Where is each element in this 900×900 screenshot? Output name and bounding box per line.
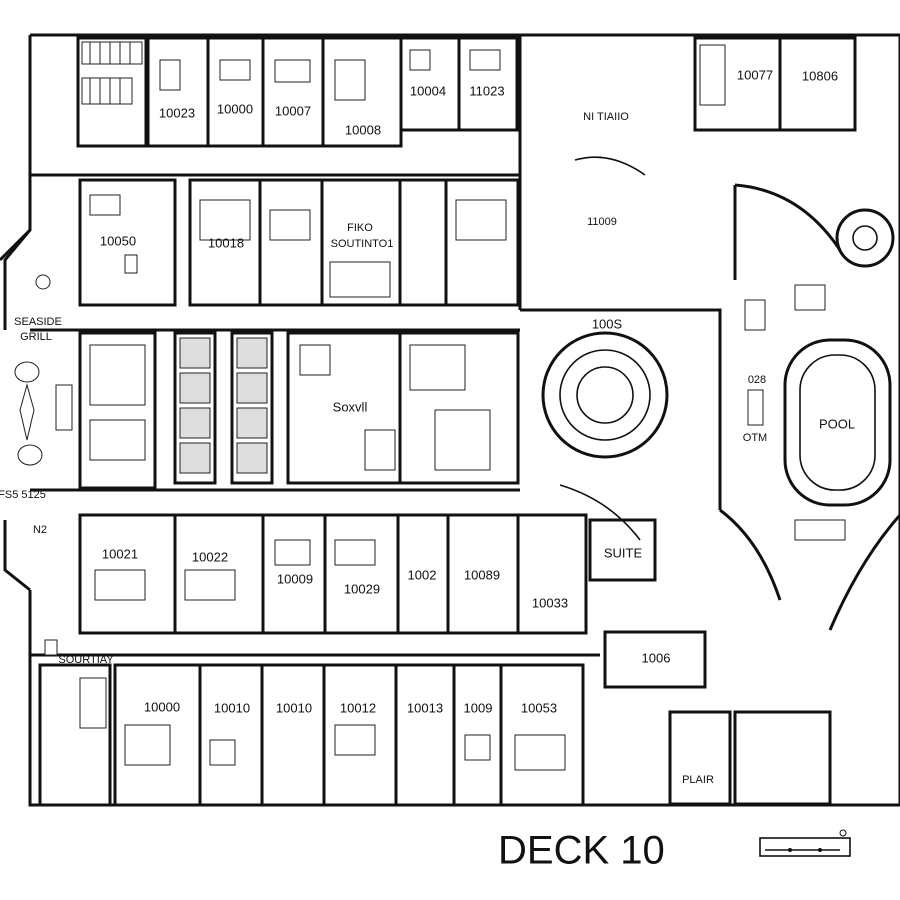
second-cabin-row [30, 173, 520, 307]
third-band [30, 328, 520, 490]
center-lounge-label: Soxvll [333, 399, 368, 414]
room-label: 1006 [642, 650, 671, 665]
room-label: 10029 [344, 581, 380, 596]
room-label: 10010 [276, 700, 312, 715]
room-label: 1009 [464, 700, 493, 715]
deck-title: DECK 10 [498, 829, 665, 873]
hull-bow-lower [3, 520, 31, 592]
room-label: 11023 [469, 83, 504, 98]
room-label: 10022 [192, 549, 228, 564]
fiko-label-line2: SOUTINTO1 [331, 238, 394, 250]
room-label: 10018 [208, 235, 244, 250]
pool-label: POOL [819, 416, 855, 431]
code-11009-label: 11009 [587, 216, 617, 228]
room-label: 10077 [737, 67, 773, 82]
plair-label: PLAIR [682, 774, 714, 786]
room-label: 1002 [408, 567, 437, 582]
code-100s-label: 100S [592, 316, 623, 331]
room-label: 10012 [340, 700, 376, 715]
seaside-grill-area [14, 274, 73, 656]
top-cabin-row [76, 36, 857, 148]
hull-bow-upper [3, 229, 32, 330]
right-section [518, 35, 900, 806]
seaside-label-line1: SEASIDE [14, 316, 62, 328]
room-label: 10008 [345, 122, 381, 137]
room-label: 10089 [464, 567, 500, 582]
room-label: 10000 [217, 101, 253, 116]
fourth-cabin-row [30, 488, 588, 635]
room-label: 10050 [100, 233, 136, 248]
room-label: 10009 [277, 571, 313, 586]
room-label: 10013 [407, 700, 443, 715]
room-label: 10010 [214, 700, 250, 715]
n2-label: N2 [33, 524, 47, 536]
room-label: 10023 [159, 105, 195, 120]
otm-label: OTM [743, 432, 767, 444]
stairs-icon [81, 41, 143, 105]
room-label: 10021 [102, 546, 138, 561]
room-label: 10053 [521, 700, 557, 715]
seaside-label-line2: GRILL [20, 331, 52, 343]
room-label: 10004 [410, 83, 446, 98]
sourtiay-label: SOURTIAY [58, 654, 114, 666]
room-label: 10033 [532, 595, 568, 610]
room-label: 10000 [144, 699, 180, 714]
scale-bar [759, 829, 851, 857]
bottom-cabin-row [30, 653, 600, 807]
room-label: 10007 [275, 103, 311, 118]
ni-label: NI TIAIIO [583, 111, 629, 123]
elevator-icon [179, 337, 268, 474]
fs5-label: FS5 5125 [0, 489, 46, 501]
room-label: 10806 [802, 68, 838, 83]
suite-label: SUITE [604, 545, 643, 560]
fiko-label-line1: FIKO [347, 222, 373, 234]
code-028-label: 028 [748, 374, 766, 386]
